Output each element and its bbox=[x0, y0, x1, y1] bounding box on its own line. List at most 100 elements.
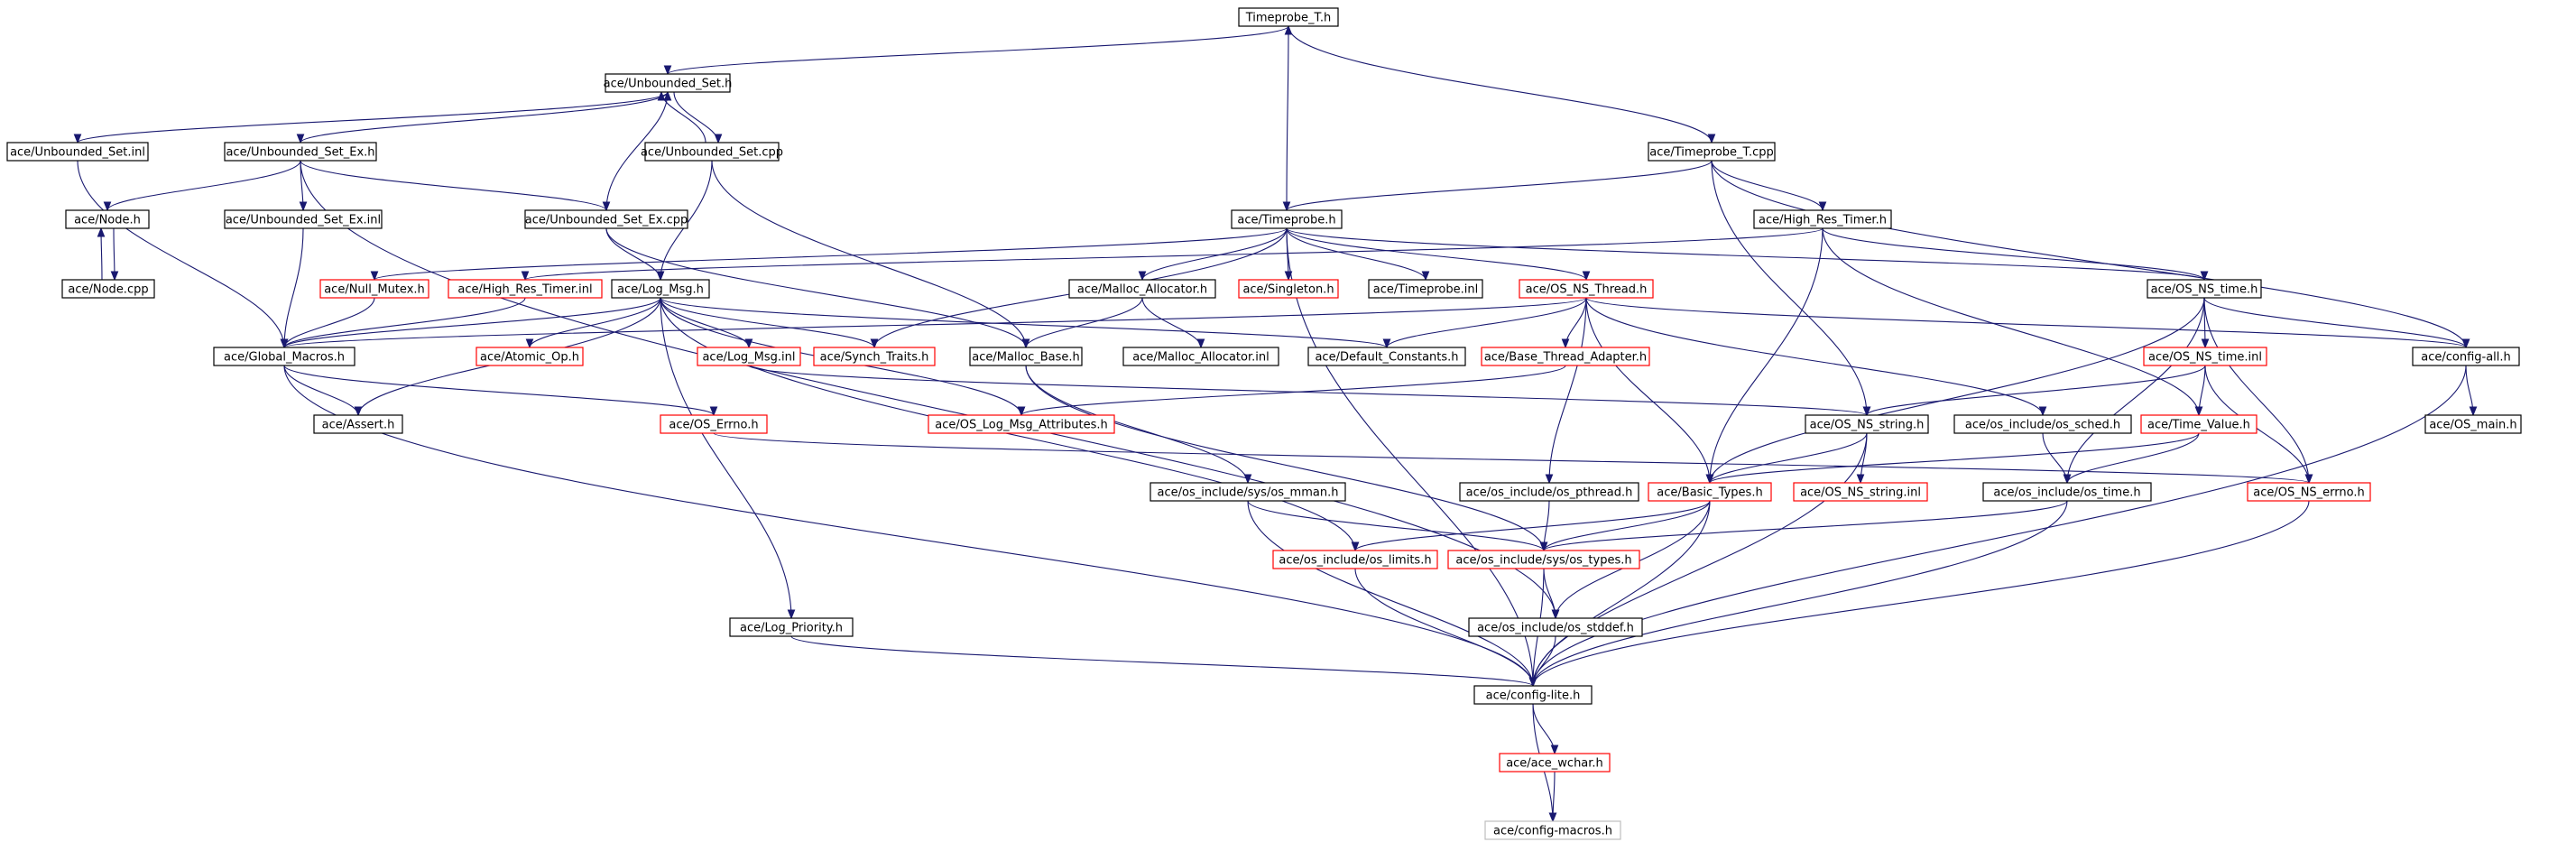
node-os-ns-errno-h[interactable]: ace/OS_NS_errno.h bbox=[2247, 482, 2371, 502]
node-config-all-h[interactable]: ace/config-all.h bbox=[2412, 347, 2520, 366]
edge-log_msg_h-to-log_priority_h bbox=[660, 297, 796, 620]
node-box bbox=[2412, 347, 2520, 366]
edge-unbounded_set_ex_inl-to-global_macros_h bbox=[280, 227, 304, 349]
edge-os_mman_h-to-os_types_h bbox=[1247, 500, 1548, 552]
node-box bbox=[1238, 279, 1339, 299]
node-timeprobe-t-h[interactable]: Timeprobe_T.h bbox=[1238, 7, 1339, 27]
edge-unbounded_set_cpp-to-malloc_base_h bbox=[711, 160, 1030, 349]
edge-timeprobe_h-to-malloc_allocator_h bbox=[1138, 227, 1288, 282]
node-node-cpp[interactable]: ace/Node.cpp bbox=[61, 279, 155, 299]
node-timeprobe-t-cpp[interactable]: ace/Timeprobe_T.cpp bbox=[1648, 142, 1776, 162]
node-assert-h[interactable]: ace/Assert.h bbox=[313, 414, 403, 434]
node-synch-traits-h[interactable]: ace/Synch_Traits.h bbox=[813, 347, 936, 366]
node-null-mutex-h[interactable]: ace/Null_Mutex.h bbox=[319, 279, 429, 299]
node-node-h[interactable]: ace/Node.h bbox=[65, 209, 150, 229]
edge-os_ns_thread_h-to-default_constants_h bbox=[1382, 297, 1587, 349]
edge-time_value_h-to-basic_types_h bbox=[1705, 432, 2200, 485]
node-label: ace/Unbounded_Set_Ex.h bbox=[226, 146, 374, 160]
node-malloc-base-h[interactable]: ace/Malloc_Base.h bbox=[969, 347, 1083, 366]
edge-timeprobe_t_cpp-to-config_all_h bbox=[1711, 160, 2470, 349]
node-os-stddef-h[interactable]: ace/os_include/os_stddef.h bbox=[1468, 617, 1643, 637]
edge-basic_types_h-to-os_types_h bbox=[1539, 500, 1711, 552]
edge-os_ns_time_inl-to-os_ns_string_h bbox=[1862, 365, 2206, 417]
node-label: ace/High_Res_Timer.inl bbox=[457, 283, 592, 297]
node-label: ace/Singleton.h bbox=[1242, 283, 1334, 297]
node-label: ace/OS_NS_Thread.h bbox=[1526, 283, 1648, 297]
node-unbounded-set-ex-cpp[interactable]: ace/Unbounded_Set_Ex.cpp bbox=[524, 209, 688, 229]
node-os-ns-time-h[interactable]: ace/OS_NS_time.h bbox=[2147, 279, 2262, 299]
node-os-ns-time-inl[interactable]: ace/OS_NS_time.inl bbox=[2143, 347, 2267, 366]
node-log-msg-inl[interactable]: ace/Log_Msg.inl bbox=[697, 347, 801, 366]
edge-os_ns_time_h-to-config_all_h bbox=[2203, 297, 2470, 349]
node-os-mman-h[interactable]: ace/os_include/sys/os_mman.h bbox=[1150, 482, 1346, 502]
node-box bbox=[1150, 482, 1346, 502]
node-label: ace/os_include/os_time.h bbox=[1993, 486, 2140, 500]
node-malloc-allocator-inl[interactable]: ace/Malloc_Allocator.inl bbox=[1122, 347, 1279, 366]
node-ace-wchar-h[interactable]: ace/ace_wchar.h bbox=[1499, 753, 1611, 773]
node-label: ace/os_include/os_sched.h bbox=[1965, 419, 2120, 432]
node-os-limits-h[interactable]: ace/os_include/os_limits.h bbox=[1272, 550, 1438, 569]
node-label: ace/config-lite.h bbox=[1486, 689, 1581, 703]
node-label: ace/Node.cpp bbox=[68, 283, 148, 297]
edge-unbounded_set_h-to-unbounded_set_inl bbox=[73, 91, 669, 144]
edge-config_all_h-to-os_main_h bbox=[2465, 365, 2478, 417]
edge-unbounded_set_h-to-unbounded_set_ex_h bbox=[296, 91, 669, 144]
node-log-msg-h[interactable]: ace/Log_Msg.h bbox=[611, 279, 710, 299]
node-basic-types-h[interactable]: ace/Basic_Types.h bbox=[1648, 482, 1772, 502]
node-box bbox=[1484, 820, 1621, 840]
node-box bbox=[1648, 142, 1776, 162]
node-os-ns-string-h[interactable]: ace/OS_NS_string.h bbox=[1805, 414, 1929, 434]
node-timeprobe-h[interactable]: ace/Timeprobe.h bbox=[1231, 209, 1343, 229]
node-unbounded-set-ex-inl[interactable]: ace/Unbounded_Set_Ex.inl bbox=[224, 209, 383, 229]
node-os-main-h[interactable]: ace/OS_main.h bbox=[2424, 414, 2522, 434]
node-config-macros-h[interactable]: ace/config-macros.h bbox=[1484, 820, 1621, 840]
node-box bbox=[1468, 617, 1643, 637]
edge-os_ns_time_inl-to-time_value_h bbox=[2194, 365, 2206, 417]
node-high-res-timer-inl[interactable]: ace/High_Res_Timer.inl bbox=[448, 279, 603, 299]
node-label: ace/Default_Constants.h bbox=[1315, 351, 1458, 365]
node-label: ace/os_include/os_limits.h bbox=[1279, 554, 1431, 568]
node-os-time-h[interactable]: ace/os_include/os_time.h bbox=[1982, 482, 2152, 502]
node-atomic-op-h[interactable]: ace/Atomic_Op.h bbox=[475, 347, 584, 366]
node-os-types-h[interactable]: ace/os_include/sys/os_types.h bbox=[1447, 550, 1640, 569]
edge-timeprobe_t_cpp-to-high_res_timer_h bbox=[1711, 160, 1827, 212]
node-os-errno-h[interactable]: ace/OS_Errno.h bbox=[660, 414, 768, 434]
node-unbounded-set-ex-h[interactable]: ace/Unbounded_Set_Ex.h bbox=[224, 142, 377, 162]
edge-os_ns_thread_h-to-os_sched_h bbox=[1585, 297, 2047, 417]
edge-malloc_base_h-to-os_types_h bbox=[1025, 365, 1548, 552]
node-os-ns-string-inl[interactable]: ace/OS_NS_string.inl bbox=[1793, 482, 1928, 502]
node-box bbox=[213, 347, 355, 366]
edge-os_ns_string_h-to-basic_types_h bbox=[1705, 432, 1868, 485]
edge-os_ns_time_h-to-basic_types_h bbox=[1705, 297, 2205, 485]
node-malloc-allocator-h[interactable]: ace/Malloc_Allocator.h bbox=[1068, 279, 1216, 299]
node-default-constants-h[interactable]: ace/Default_Constants.h bbox=[1307, 347, 1466, 366]
node-unbounded-set-cpp[interactable]: ace/Unbounded_Set.cpp bbox=[641, 142, 783, 162]
node-box bbox=[813, 347, 936, 366]
node-unbounded-set-h[interactable]: ace/Unbounded_Set.h bbox=[604, 73, 733, 93]
node-global-macros-h[interactable]: ace/Global_Macros.h bbox=[213, 347, 355, 366]
node-base-thread-adapter-h[interactable]: ace/Base_Thread_Adapter.h bbox=[1481, 347, 1650, 366]
edge-os_time_h-to-os_types_h bbox=[1539, 500, 2068, 552]
node-timeprobe-inl[interactable]: ace/Timeprobe.inl bbox=[1368, 279, 1483, 299]
node-os-pthread-h[interactable]: ace/os_include/os_pthread.h bbox=[1459, 482, 1639, 502]
edge-unbounded_set_ex_h-to-os_stddef_h bbox=[300, 160, 1560, 620]
node-time-value-h[interactable]: ace/Time_Value.h bbox=[2140, 414, 2257, 434]
node-label: ace/Assert.h bbox=[322, 419, 395, 432]
edge-log_priority_h-to-config_lite_h bbox=[790, 635, 1537, 688]
node-singleton-h[interactable]: ace/Singleton.h bbox=[1238, 279, 1339, 299]
node-os-sched-h[interactable]: ace/os_include/os_sched.h bbox=[1953, 414, 2132, 434]
node-label: ace/Unbounded_Set.cpp bbox=[641, 146, 783, 160]
node-os-ns-thread-h[interactable]: ace/OS_NS_Thread.h bbox=[1519, 279, 1654, 299]
node-log-priority-h[interactable]: ace/Log_Priority.h bbox=[729, 617, 854, 637]
node-label: ace/os_include/os_pthread.h bbox=[1466, 486, 1633, 500]
edge-os_ns_string_h-to-os_ns_string_inl bbox=[1856, 432, 1868, 485]
node-label: ace/Log_Msg.h bbox=[617, 283, 704, 297]
node-os-log-msg-attributes-h[interactable]: ace/OS_Log_Msg_Attributes.h bbox=[928, 414, 1115, 434]
node-box bbox=[1481, 347, 1650, 366]
edge-os_types_h-to-os_stddef_h bbox=[1543, 568, 1560, 620]
node-high-res-timer-h[interactable]: ace/High_Res_Timer.h bbox=[1753, 209, 1892, 229]
node-box bbox=[1447, 550, 1640, 569]
node-config-lite-h[interactable]: ace/config-lite.h bbox=[1473, 685, 1593, 705]
node-box bbox=[2147, 279, 2262, 299]
node-unbounded-set-inl[interactable]: ace/Unbounded_Set.inl bbox=[6, 142, 149, 162]
